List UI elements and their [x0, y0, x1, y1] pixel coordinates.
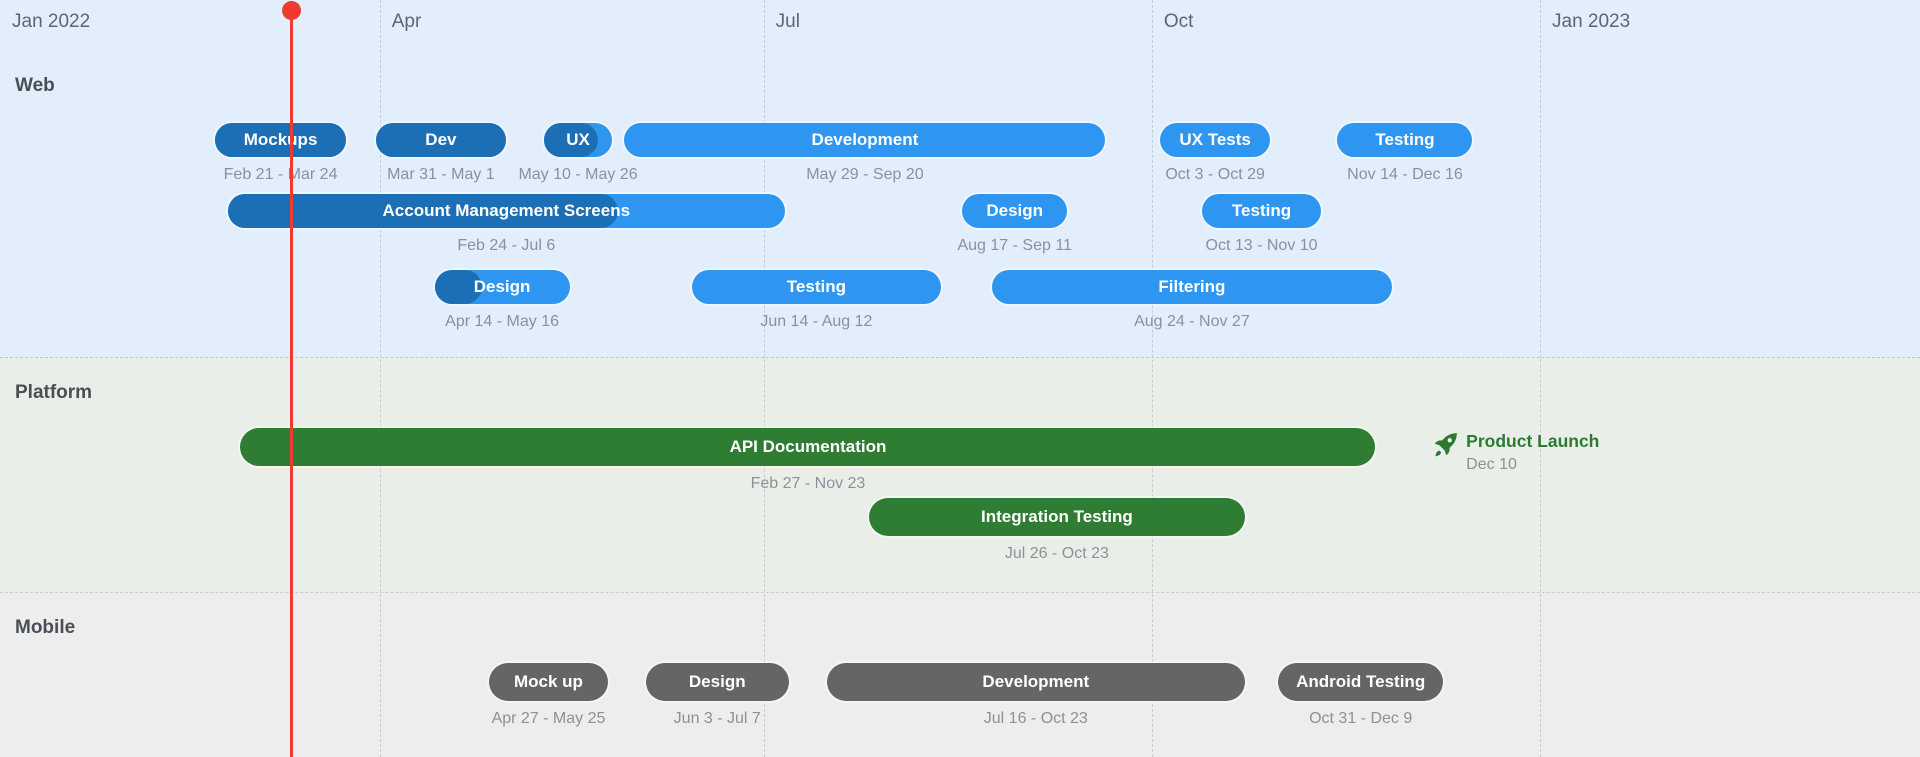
- month-label-jan-2023: Jan 2023: [1552, 11, 1631, 32]
- task-bar-integration-testing[interactable]: Integration Testing: [869, 498, 1245, 536]
- task-bar-filtering[interactable]: Filtering: [991, 270, 1393, 304]
- task-dates: Apr 14 - May 16: [445, 313, 559, 330]
- task-dates: Oct 13 - Nov 10: [1205, 237, 1318, 254]
- task-bar-label: Mock up: [514, 672, 583, 691]
- task-bar-label: Android Testing: [1296, 672, 1426, 691]
- task-dates: Aug 24 - Nov 27: [1134, 313, 1250, 330]
- task-bar-ux[interactable]: UX: [544, 123, 612, 157]
- task-bar-label: Design: [688, 672, 746, 691]
- milestone-label: Product Launch: [1466, 431, 1600, 451]
- task-progress-fill: [544, 123, 598, 157]
- task-progress-fill: [215, 123, 346, 157]
- task-dates: Apr 27 - May 25: [491, 710, 606, 727]
- task-bar-mock-up[interactable]: Mock up: [489, 663, 608, 701]
- task-bar-label: Development: [811, 130, 919, 149]
- task-dates: Aug 17 - Sep 11: [957, 237, 1072, 254]
- today-marker-line: [289, 10, 293, 757]
- task-bar-ux-tests[interactable]: UX Tests: [1160, 123, 1270, 157]
- task-bar-label: UX Tests: [1179, 130, 1251, 149]
- rocket-icon: [1434, 433, 1458, 457]
- task-progress-fill: [227, 194, 618, 228]
- today-marker-dot[interactable]: [281, 1, 301, 20]
- task-bar-label: Design: [473, 277, 531, 296]
- milestone-date: Dec 10: [1466, 456, 1517, 473]
- task-bar-design[interactable]: Design: [434, 270, 570, 304]
- task-dates: May 10 - May 26: [518, 166, 638, 183]
- task-bar-development[interactable]: Development: [826, 663, 1245, 701]
- month-label-jan-2022: Jan 2022: [12, 11, 91, 32]
- task-dates: Feb 24 - Jul 6: [457, 237, 556, 254]
- task-bar-api-documentation[interactable]: API Documentation: [240, 428, 1376, 466]
- task-bar-label: Testing: [1375, 130, 1435, 149]
- task-bar-testing[interactable]: Testing: [1337, 123, 1473, 157]
- task-bar-android-testing[interactable]: Android Testing: [1278, 663, 1443, 701]
- task-bar-label: Mockups: [243, 130, 318, 149]
- task-dates: Oct 3 - Oct 29: [1165, 166, 1265, 183]
- task-dates: Feb 27 - Nov 23: [750, 475, 866, 492]
- task-bar-dev[interactable]: Dev: [375, 123, 507, 157]
- month-gridline-oct: [1151, 0, 1153, 757]
- task-dates: May 29 - Sep 20: [806, 166, 924, 183]
- task-bar-label: Filtering: [1158, 277, 1226, 296]
- task-bar-label: Testing: [786, 277, 846, 296]
- task-bar-mockups[interactable]: Mockups: [215, 123, 346, 157]
- section-platform-background: [0, 357, 1920, 593]
- task-progress-fill: [434, 270, 482, 304]
- month-label-jul: Jul: [775, 11, 800, 32]
- task-bar-design[interactable]: Design: [961, 194, 1068, 228]
- task-dates: Feb 21 - Mar 24: [223, 166, 338, 183]
- task-bar-design[interactable]: Design: [645, 663, 789, 701]
- section-label-mobile: Mobile: [15, 617, 76, 638]
- task-progress-fill: [375, 123, 507, 157]
- task-bar-testing[interactable]: Testing: [691, 270, 941, 304]
- task-bar-label: Testing: [1231, 201, 1292, 220]
- section-web-background: [0, 0, 1920, 357]
- task-bar-label: Dev: [425, 130, 457, 149]
- task-dates: Mar 31 - May 1: [387, 166, 495, 183]
- task-dates: Jul 26 - Oct 23: [1004, 545, 1109, 562]
- month-gridline-apr: [379, 0, 381, 757]
- task-bar-label: Account Management Screens: [382, 201, 631, 220]
- task-bar-label: API Documentation: [729, 437, 887, 456]
- month-gridline-jul: [763, 0, 765, 757]
- month-gridline-jan-2023: [1540, 0, 1541, 757]
- task-bar-label: UX: [566, 130, 590, 149]
- task-bar-label: Development: [982, 672, 1090, 691]
- task-bar-label: Design: [986, 201, 1044, 220]
- task-bar-testing[interactable]: Testing: [1202, 194, 1321, 228]
- section-label-platform: Platform: [15, 382, 93, 403]
- month-label-oct: Oct: [1163, 11, 1194, 32]
- task-dates: Jun 14 - Aug 12: [760, 313, 873, 330]
- task-dates: Jul 16 - Oct 23: [983, 710, 1088, 727]
- task-dates: Jun 3 - Jul 7: [673, 710, 761, 727]
- task-dates: Oct 31 - Dec 9: [1309, 710, 1413, 727]
- month-label-apr: Apr: [391, 11, 422, 32]
- task-bar-account-management-screens[interactable]: Account Management Screens: [227, 194, 785, 228]
- task-bar-label: Integration Testing: [981, 507, 1133, 526]
- task-dates: Nov 14 - Dec 16: [1347, 166, 1463, 183]
- task-bar-development[interactable]: Development: [624, 123, 1106, 157]
- section-label-web: Web: [15, 75, 55, 96]
